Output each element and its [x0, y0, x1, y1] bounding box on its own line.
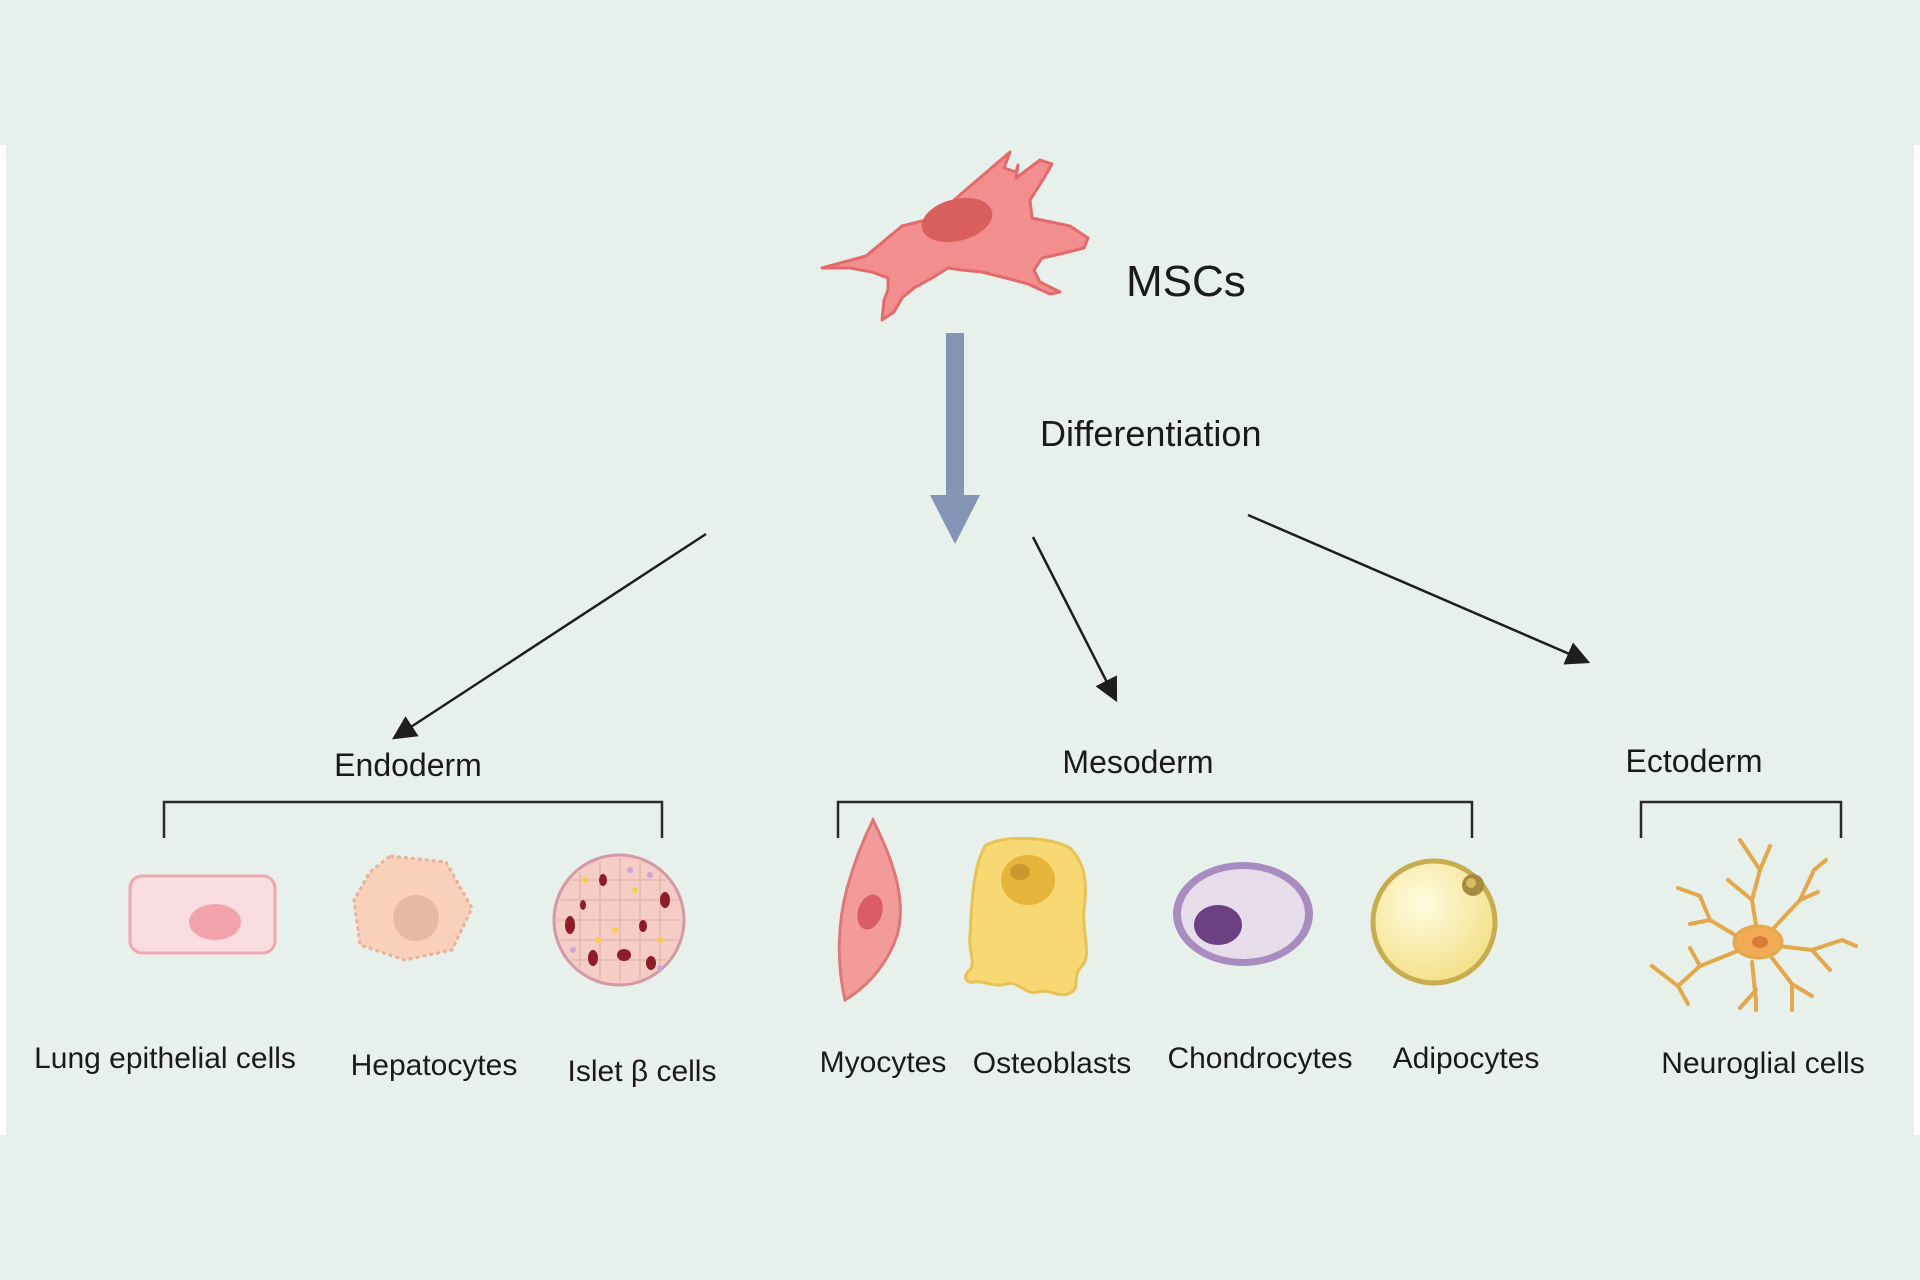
left-frame-edge — [0, 145, 6, 1135]
hepatocyte-icon — [352, 854, 474, 962]
ectoderm-bracket — [1639, 800, 1843, 838]
cell-label-islet-beta: Islet β cells — [568, 1055, 717, 1088]
right-frame-edge — [1914, 145, 1920, 1135]
endoderm-bracket — [162, 800, 664, 838]
cell-label-myocytes: Myocytes — [820, 1046, 947, 1079]
mesoderm-label: Mesoderm — [1062, 744, 1213, 780]
osteoblast-icon — [964, 836, 1088, 997]
msc-cell-icon — [820, 150, 1090, 322]
lung-epithelial-cell-icon — [128, 874, 277, 955]
cell-label-neuroglial: Neuroglial cells — [1661, 1047, 1864, 1080]
myocyte-icon — [837, 816, 902, 1003]
root-label: MSCs — [1126, 257, 1246, 306]
islet-beta-cell-icon — [552, 853, 686, 987]
cell-label-lung-epithelial: Lung epithelial cells — [34, 1042, 296, 1075]
process-label: Differentiation — [1040, 413, 1261, 454]
mesoderm-bracket — [836, 800, 1474, 838]
endoderm-branch-arrow — [391, 532, 707, 740]
ectoderm-branch-arrow — [1247, 513, 1591, 665]
endoderm-label: Endoderm — [334, 747, 482, 783]
cell-label-hepatocytes: Hepatocytes — [351, 1049, 518, 1082]
mesoderm-branch-arrow — [1031, 536, 1118, 703]
chondrocyte-icon — [1173, 862, 1313, 966]
adipocyte-icon — [1370, 858, 1498, 986]
cell-label-osteoblasts: Osteoblasts — [973, 1047, 1131, 1080]
neuroglial-cell-icon — [1650, 838, 1858, 1012]
differentiation-arrow — [930, 333, 980, 544]
cell-label-adipocytes: Adipocytes — [1393, 1042, 1540, 1075]
cell-label-chondrocytes: Chondrocytes — [1167, 1042, 1352, 1075]
ectoderm-label: Ectoderm — [1626, 743, 1763, 779]
